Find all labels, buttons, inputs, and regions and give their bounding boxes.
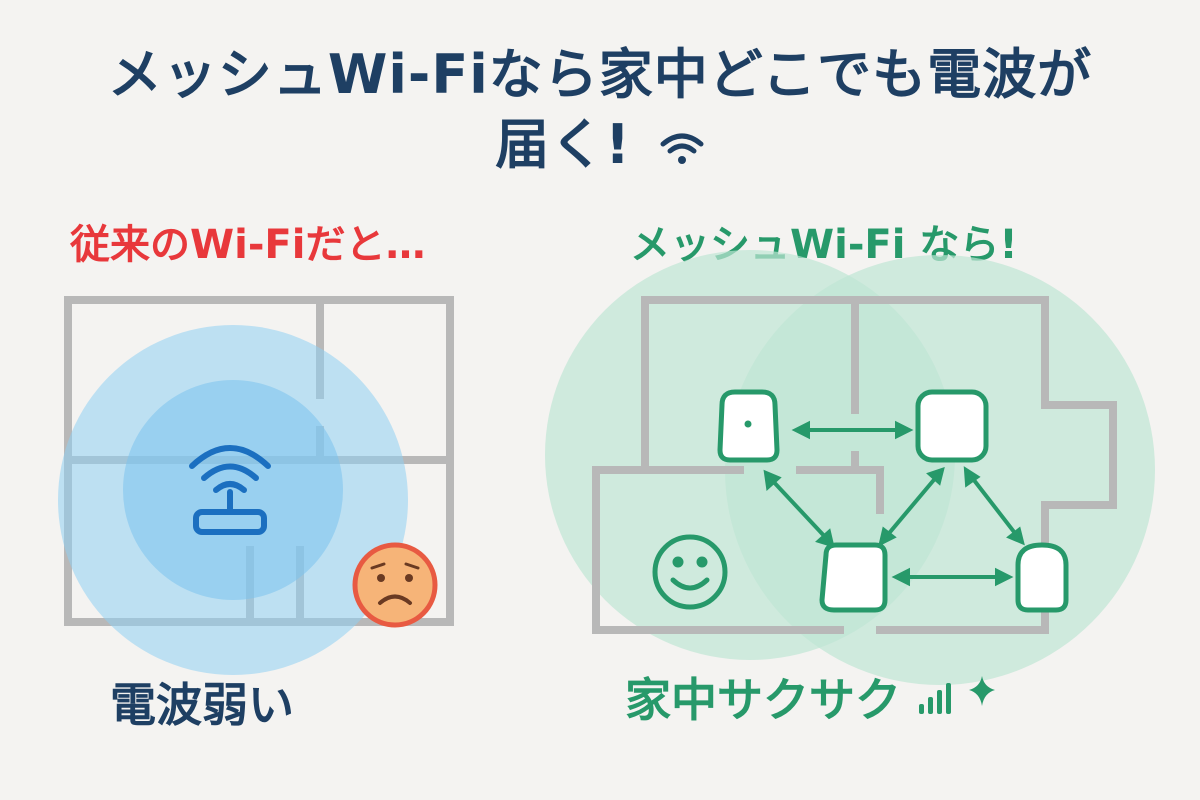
title-line-1: メッシュWi-Fiなら家中どこでも電波が [107, 43, 1093, 106]
main-title: メッシュWi-Fiなら家中どこでも電波が 届く! [0, 40, 1200, 180]
right-caption-text: 家中サクサク [625, 673, 901, 727]
smile-face-icon [652, 534, 728, 610]
sad-face-icon [352, 542, 438, 628]
right-caption: 家中サクサク [625, 670, 996, 730]
router-icon [189, 445, 271, 535]
signal-bars-icon [919, 683, 952, 714]
title-line-2-text: 届く! [495, 113, 631, 176]
mesh-node-icon [1015, 542, 1069, 613]
left-caption: 電波弱い [110, 678, 294, 732]
mesh-node-icon [717, 389, 780, 463]
wifi-icon [660, 133, 704, 165]
mesh-links [763, 420, 1025, 587]
sparkle-icon [969, 676, 996, 706]
mesh-node-icon [915, 389, 989, 463]
mesh-node-icon [819, 542, 888, 613]
title-line-2: 届く! [0, 110, 1200, 180]
left-heading: 従来のWi-Fiだと… [70, 222, 426, 268]
